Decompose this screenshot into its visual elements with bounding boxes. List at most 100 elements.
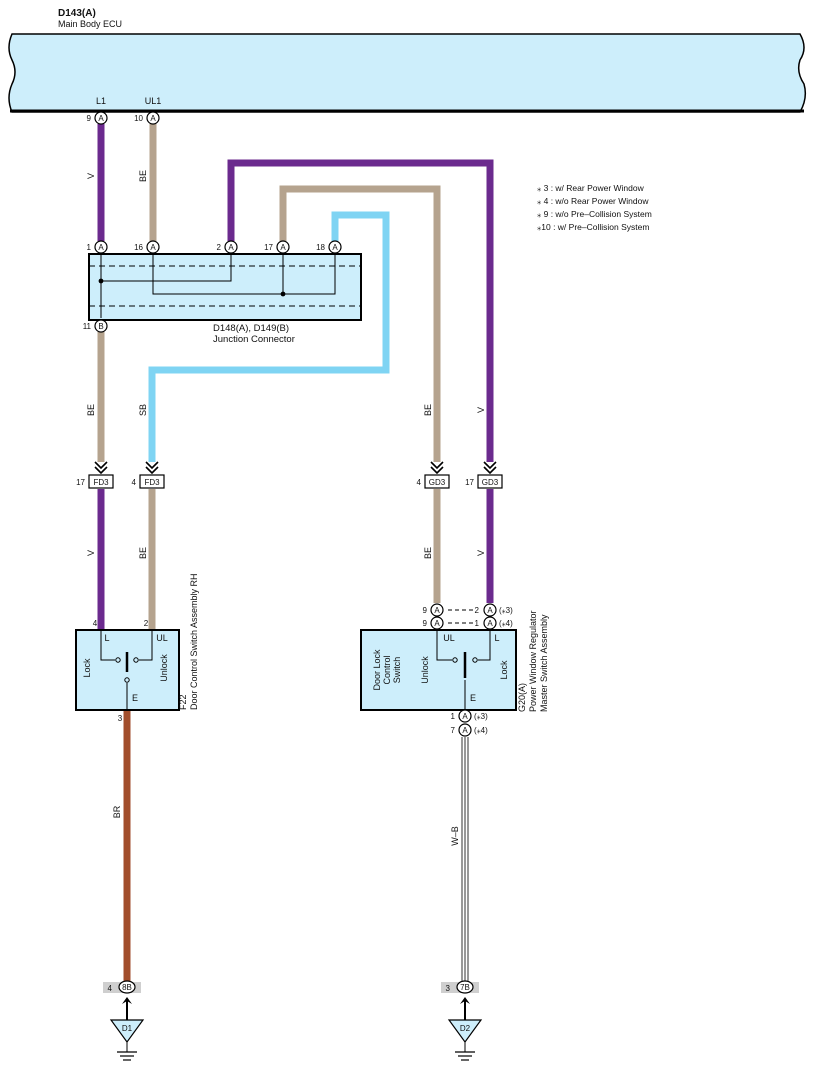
g20-cavity: A bbox=[487, 606, 493, 615]
g20-bottom-variant: (⁎4) bbox=[474, 726, 488, 735]
connector-pin-circle bbox=[458, 723, 472, 737]
g20-switch-name-3: Switch bbox=[392, 657, 402, 684]
g20-top-right-pin: 1 bbox=[475, 619, 480, 628]
junction-pin-cavity: A bbox=[228, 243, 234, 252]
wire-label-wb: W–B bbox=[450, 826, 460, 846]
wire-label-v-1: V bbox=[86, 173, 96, 179]
ground-triangle bbox=[109, 1019, 145, 1044]
ground-d2: 3 7B D2 bbox=[441, 980, 483, 1061]
wire-label-be-3: BE bbox=[423, 404, 433, 416]
g20-top-left-pin: 9 bbox=[423, 619, 428, 628]
ecu-pin-cavity: A bbox=[98, 114, 104, 123]
f22-unlock: Unlock bbox=[159, 654, 169, 682]
g20-term-l: L bbox=[494, 633, 499, 643]
ground-d1: 4 8B D1 bbox=[103, 980, 145, 1061]
note-9: ⁎ 9 : w/o Pre–Collision System bbox=[537, 209, 652, 219]
ecu-name: Main Body ECU bbox=[58, 19, 122, 29]
wires bbox=[97, 124, 494, 981]
note-4: ⁎ 4 : w/o Rear Power Window bbox=[537, 196, 649, 206]
junction-pin-number: 18 bbox=[316, 243, 325, 252]
inline-connector-gd3-right: GD3 17 bbox=[465, 461, 503, 489]
ecu-pins: A 9 A 10 bbox=[87, 111, 160, 125]
g20-cavity: A bbox=[462, 712, 468, 721]
junction-pin-cavity: A bbox=[98, 243, 104, 252]
g20-bottom-pin: 1 bbox=[451, 712, 456, 721]
ground-triangle bbox=[447, 1019, 483, 1044]
g20-bottom-pin: 7 bbox=[451, 726, 456, 735]
junction-pin-cavity: A bbox=[150, 243, 156, 252]
f22-term-ul: UL bbox=[156, 633, 168, 643]
g20-code: G20(A) bbox=[517, 683, 527, 712]
g20-top-connectors: A 9 2 A (⁎3) A 9 1 A (⁎4) bbox=[423, 603, 513, 630]
f22-pin-l: 4 bbox=[93, 619, 98, 628]
ground-pin: 3 bbox=[446, 984, 451, 993]
g20-name-2: Master Switch Assembly bbox=[539, 614, 549, 712]
ecu-terminal-ul1: UL1 bbox=[145, 96, 162, 106]
junction-pin-number: 1 bbox=[87, 243, 92, 252]
notes: ⁎ 3 : w/ Rear Power Window ⁎ 4 : w/o Rea… bbox=[537, 183, 652, 232]
junction-pin-cavity: A bbox=[332, 243, 338, 252]
g20-switch-symbol bbox=[436, 630, 491, 710]
junction-top-pins: A 1 A 16 A 2 A 17 A 18 bbox=[87, 240, 342, 254]
f22-pin-e: 3 bbox=[118, 714, 123, 723]
wire-be-junction-gd3 bbox=[279, 185, 441, 462]
junction-bottom-cavity: B bbox=[98, 322, 103, 331]
g20-cavity: A bbox=[434, 606, 440, 615]
connector-pin-circle bbox=[483, 603, 497, 617]
junction-title: D148(A), D149(B) bbox=[213, 323, 289, 334]
inline-connector-fd3-left: FD3 17 bbox=[76, 461, 114, 489]
junction-pin-cavity: A bbox=[280, 243, 286, 252]
connector-pin-circle bbox=[146, 111, 160, 125]
ecu-terminal-l1: L1 bbox=[96, 96, 106, 106]
inline-connector-gd3-left: GD3 4 bbox=[417, 461, 450, 489]
g20-cavity: A bbox=[487, 619, 493, 628]
wire-label-br: BR bbox=[112, 805, 122, 818]
g20-lock: Lock bbox=[499, 660, 509, 680]
ecu-pin-number: 10 bbox=[134, 114, 143, 123]
f22-switch-symbol bbox=[100, 630, 153, 710]
connector-pin-circle bbox=[224, 240, 238, 254]
fd3-pin: 17 bbox=[76, 478, 85, 487]
g20-variant: (⁎4) bbox=[499, 619, 513, 628]
fd3-label: FD3 bbox=[93, 478, 109, 487]
wire-label-be-2: BE bbox=[86, 404, 96, 416]
ground-pin: 4 bbox=[108, 984, 113, 993]
wire-label-sb: SB bbox=[138, 404, 148, 416]
g20-name-1: Power Window Regulator bbox=[528, 610, 538, 712]
g20-switch-name-2: Control bbox=[382, 655, 392, 684]
note-3: ⁎ 3 : w/ Rear Power Window bbox=[537, 183, 645, 193]
g20-term-ul: UL bbox=[443, 633, 455, 643]
gd3-pin: 4 bbox=[417, 478, 422, 487]
junction-subtitle: Junction Connector bbox=[213, 334, 295, 345]
connector-pin-circle bbox=[276, 240, 290, 254]
note-10: ⁎10 : w/ Pre–Collision System bbox=[537, 222, 649, 232]
gd3-label: GD3 bbox=[429, 478, 446, 487]
junction-pin-number: 17 bbox=[264, 243, 273, 252]
g20-bottom-variant: (⁎3) bbox=[474, 712, 488, 721]
wire-label-be-4: BE bbox=[138, 547, 148, 559]
wire-label-v-2: V bbox=[476, 407, 486, 413]
junction-pin-number: 2 bbox=[217, 243, 222, 252]
f22-code: F22 bbox=[178, 694, 188, 710]
ecu-pin-number: 9 bbox=[87, 114, 92, 123]
connector-pin-circle bbox=[328, 240, 342, 254]
junction-connector-box bbox=[88, 253, 362, 321]
gd3-label: GD3 bbox=[482, 478, 499, 487]
connector-pin-circle bbox=[430, 603, 444, 617]
fd3-pin: 4 bbox=[132, 478, 137, 487]
inline-connector-fd3-right: FD3 4 bbox=[132, 461, 165, 489]
f22-pin-ul: 2 bbox=[144, 619, 149, 628]
junction-splice-dot bbox=[280, 291, 286, 297]
wire-label-be-5: BE bbox=[423, 547, 433, 559]
gd3-pin: 17 bbox=[465, 478, 474, 487]
wire-label-be-1: BE bbox=[138, 170, 148, 182]
f22-name: Door Control Switch Assembly RH bbox=[189, 573, 199, 710]
connector-pin-circle bbox=[94, 240, 108, 254]
fd3-label: FD3 bbox=[144, 478, 160, 487]
connector-pin-circle bbox=[146, 240, 160, 254]
g20-variant: (⁎3) bbox=[499, 606, 513, 615]
ecu-pin-cavity: A bbox=[150, 114, 156, 123]
ground-connector: 8B bbox=[122, 983, 132, 992]
g20-top-left-pin: 9 bbox=[423, 606, 428, 615]
